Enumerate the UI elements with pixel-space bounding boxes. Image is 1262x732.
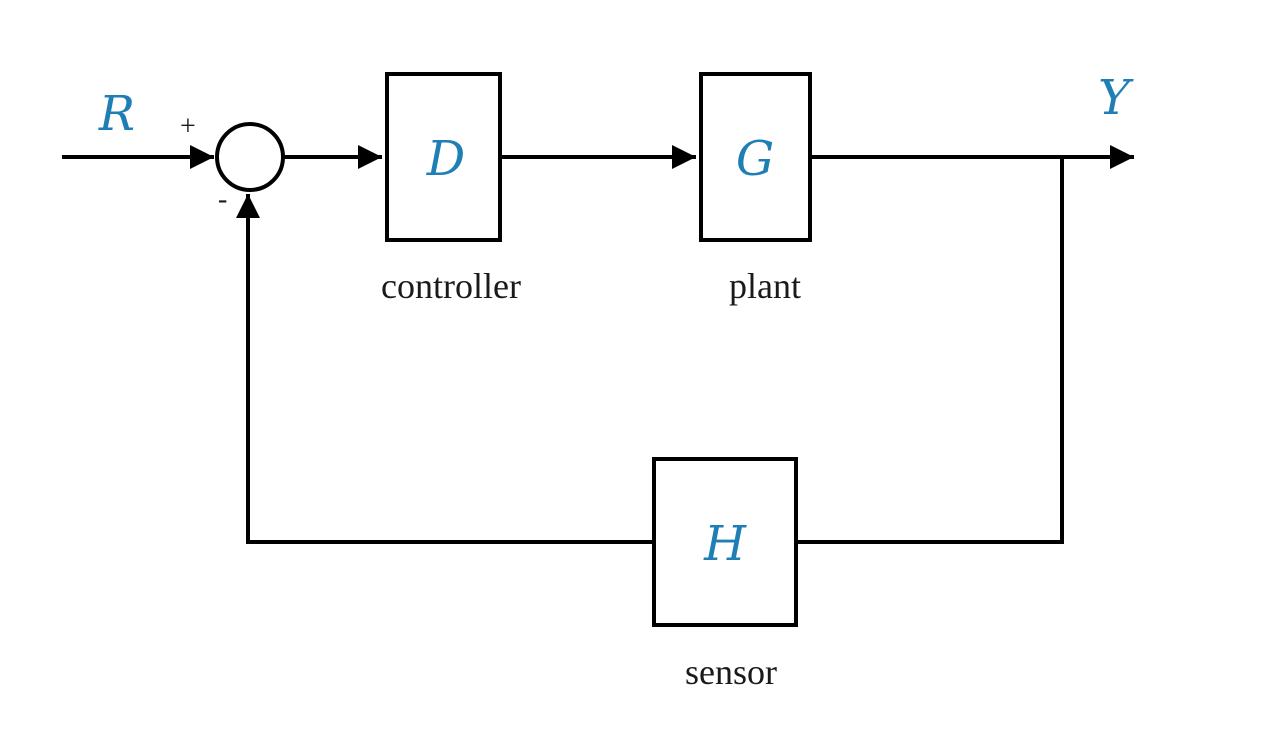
controller-symbol: D [426,131,465,187]
plant-label: plant [729,266,801,306]
plant-block [699,72,812,242]
sensor-symbol: H [703,516,747,572]
plus-sign: + [180,111,196,142]
feedback-takeoff-line [796,157,1064,544]
controller-label: controller [381,266,521,306]
sensor-label: sensor [685,652,777,692]
feedback-return-line [236,194,654,544]
summing-junction [215,122,285,192]
input-signal-symbol: R [98,86,135,142]
output-signal-symbol: Y [1098,70,1134,126]
plant-symbol: G [736,131,774,187]
sensor-block [652,457,798,627]
minus-sign: - [218,184,227,215]
